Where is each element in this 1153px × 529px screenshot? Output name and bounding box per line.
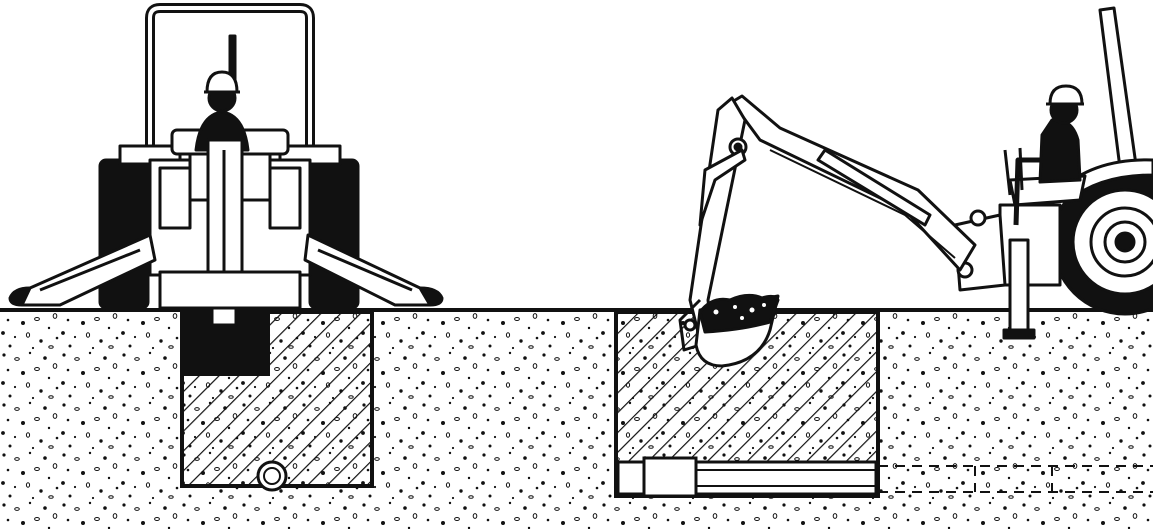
hardhat-icon-side	[1050, 86, 1082, 104]
left-trench	[182, 312, 372, 490]
left-tire	[100, 160, 148, 308]
operator-front	[196, 72, 248, 150]
pipe-end-view	[258, 462, 286, 490]
rops-post-side	[1100, 8, 1136, 168]
stabilizer-side	[1010, 240, 1028, 335]
soil-ground	[0, 310, 1153, 529]
right-tire	[310, 160, 358, 308]
backhoe-front-view	[10, 8, 442, 325]
hardhat-icon	[207, 72, 237, 92]
